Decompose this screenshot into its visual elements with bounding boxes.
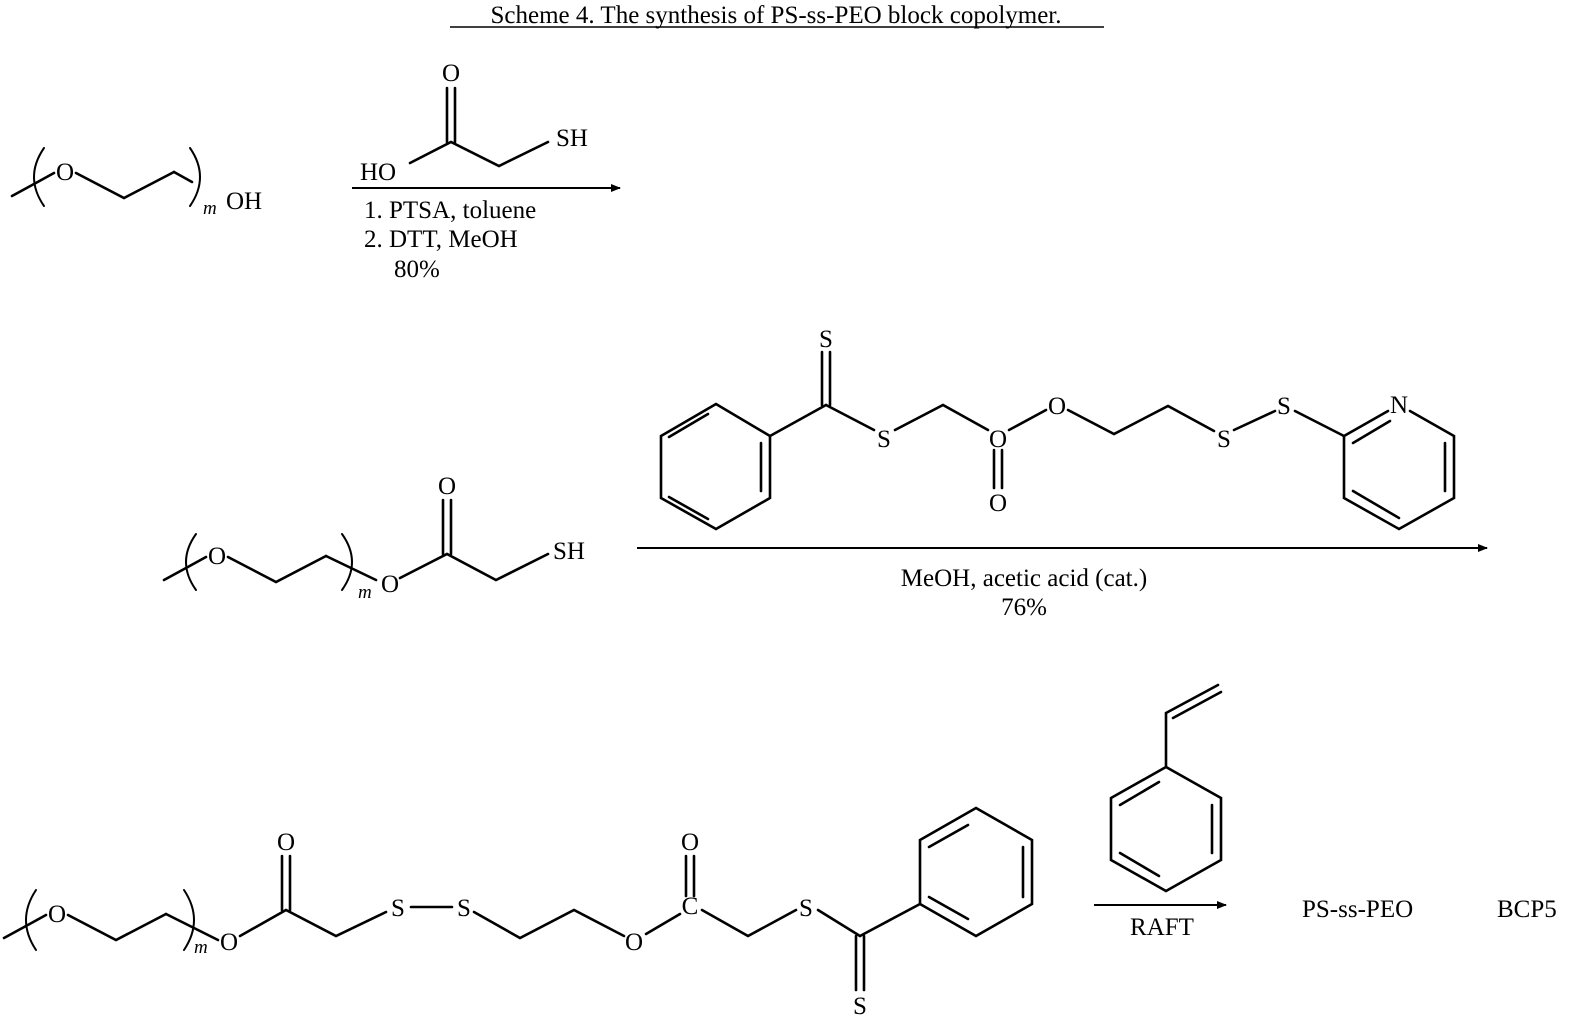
step2-conditions: MeOH, acetic acid (cat.) [901, 565, 1147, 592]
thione-sulfur-label: S [819, 326, 833, 353]
sulfur-label: S [877, 426, 891, 453]
ester-oxygen-label: O [220, 929, 238, 956]
sulfur-label: S [391, 895, 405, 922]
pyridyl-disulfide-cta-reagent: S S O O O S S N [659, 326, 1456, 531]
carbonyl-oxygen-label: O [442, 60, 460, 87]
ester-carbon-label: C [682, 893, 699, 920]
ester-oxygen-label: O [625, 929, 643, 956]
oxygen-label: O [48, 901, 66, 928]
repeat-index-m: m [203, 198, 217, 219]
thiol-label: SH [556, 125, 588, 152]
repeat-index-m: m [358, 582, 372, 603]
hydroxyl-label: OH [226, 188, 262, 215]
ester-oxygen-label: O [1048, 393, 1066, 420]
scheme-title: Scheme 4. The synthesis of PS-ss-PEO blo… [490, 2, 1061, 29]
step1-yield: 80% [394, 256, 440, 283]
carbonyl-oxygen-label: O [681, 829, 699, 856]
product-code: BCP5 [1497, 896, 1557, 923]
oxygen-label: O [56, 159, 74, 186]
step1-condition-2: 2. DTT, MeOH [364, 226, 518, 253]
sulfur-label: S [457, 895, 471, 922]
carbonyl-oxygen-label: O [989, 490, 1007, 517]
hydroxyl-label: HO [360, 159, 396, 186]
product-name: PS-ss-PEO [1302, 896, 1413, 923]
mercaptoacetic-acid-reagent: O HO SH [360, 60, 588, 186]
repeat-index-m: m [194, 937, 208, 958]
oxygen-label: O [208, 543, 226, 570]
step2-yield: 76% [1001, 594, 1047, 621]
carbonyl-oxygen-label: O [277, 829, 295, 856]
peg-starting-material: O m OH [10, 147, 262, 219]
thiol-label: SH [553, 538, 585, 565]
step1-condition-1: 1. PTSA, toluene [364, 197, 536, 224]
thione-sulfur-label: S [853, 993, 867, 1020]
carbonyl-oxygen-label: O [438, 473, 456, 500]
ester-oxygen-label: O [381, 571, 399, 598]
peg-thioglycolate-intermediate: O m O O SH [162, 473, 585, 603]
styrene-reagent [1109, 683, 1223, 893]
step3-conditions: RAFT [1130, 914, 1194, 941]
pyridine-nitrogen-label: N [1390, 392, 1408, 419]
ester-carbon-label: O [989, 426, 1007, 453]
sulfur-label: S [1277, 393, 1291, 420]
sulfur-label: S [1217, 426, 1231, 453]
sulfur-label: S [799, 895, 813, 922]
peg-macro-cta: O m O O S S O C O S S [2, 806, 1034, 1020]
